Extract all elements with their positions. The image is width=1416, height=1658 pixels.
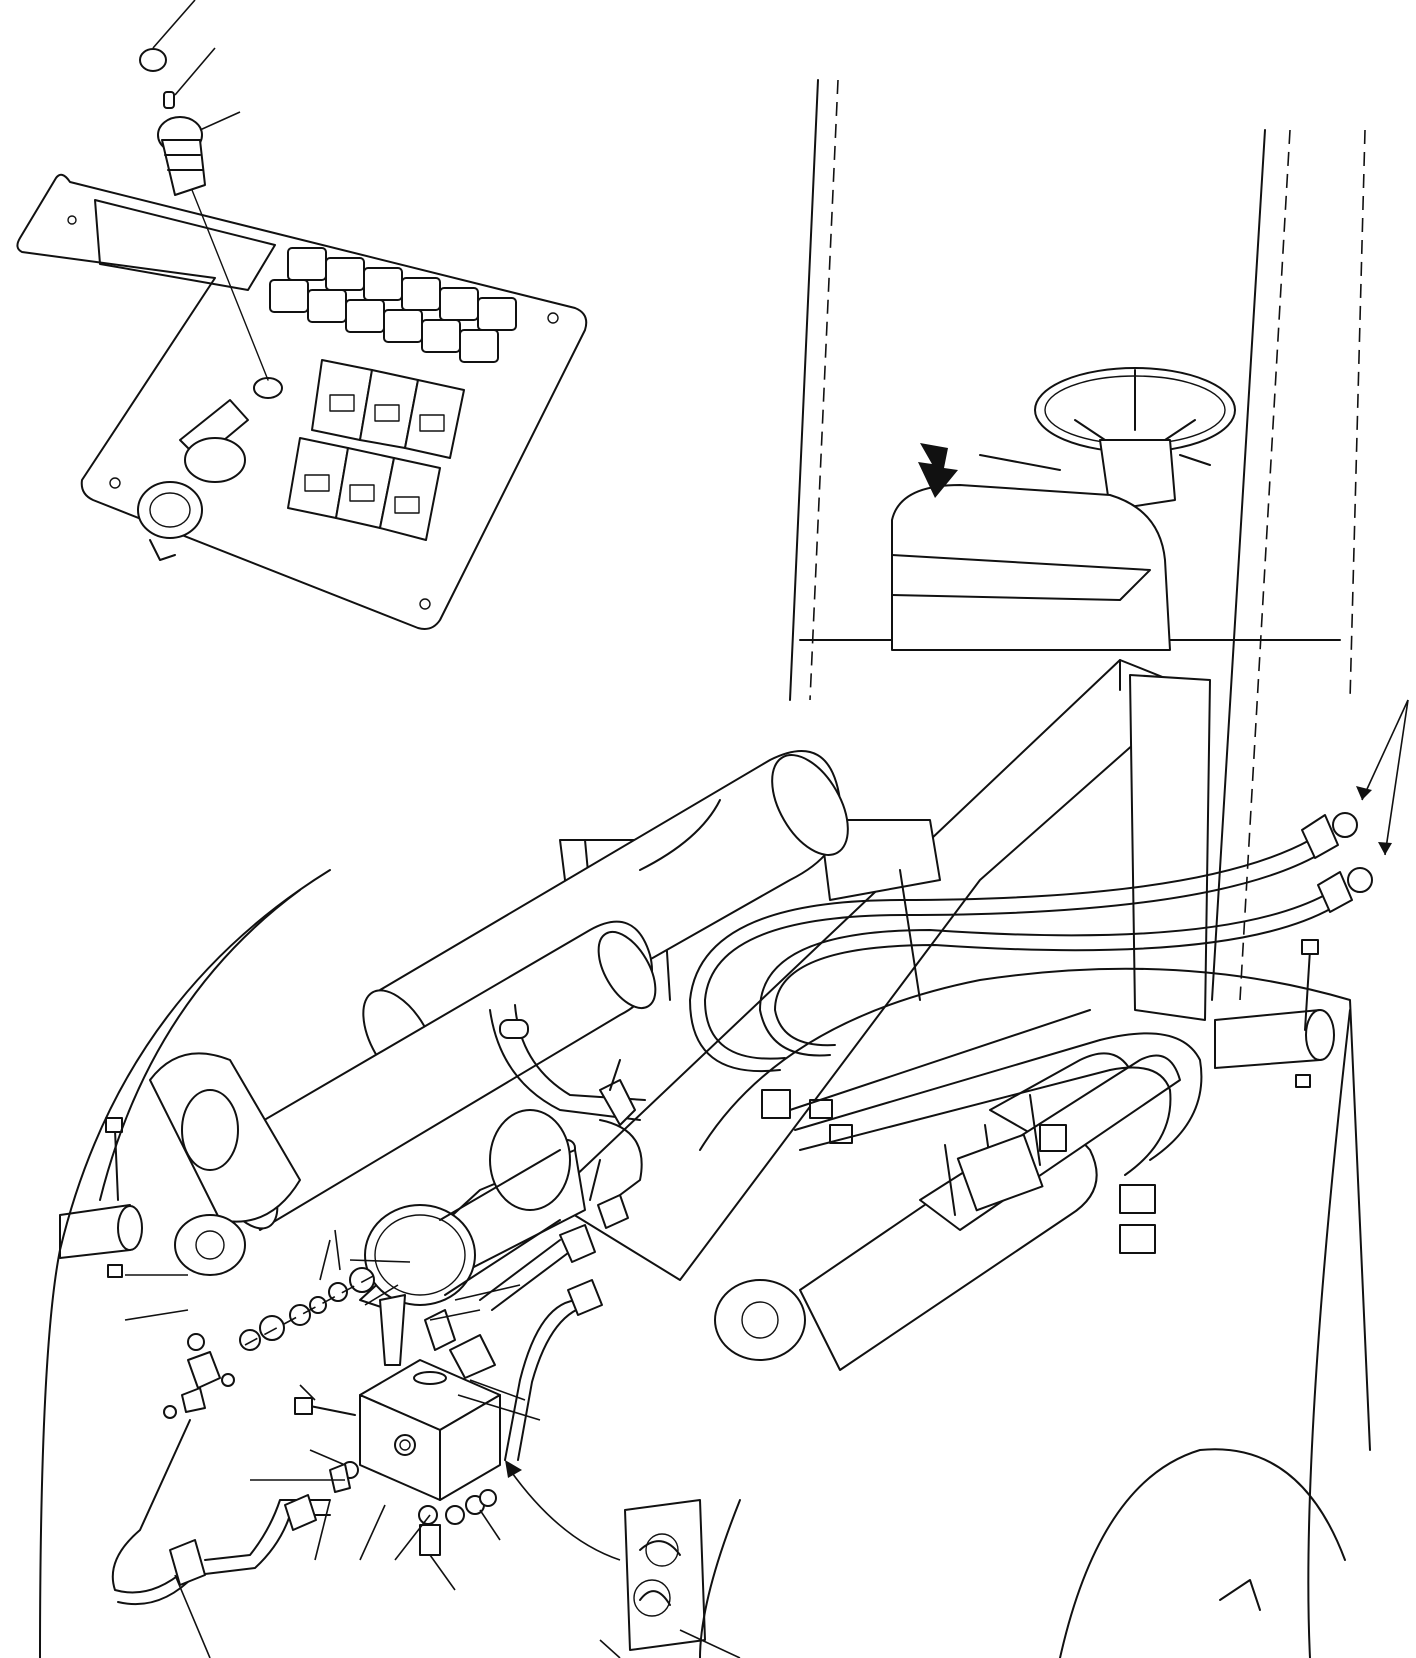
pivot-pin-right <box>1214 939 1335 1088</box>
filter-funnel <box>359 1109 586 1366</box>
hose-to-valve <box>479 1119 643 1461</box>
dashboard-panel-icon <box>16 173 588 630</box>
lift-cylinder-left <box>149 920 657 1276</box>
operator-seat <box>891 484 1171 651</box>
pointer-arrow-seat <box>918 443 958 498</box>
hose-fittings-cluster <box>761 1009 1203 1254</box>
pointer-arrows-hoses <box>1356 699 1409 856</box>
fittings-row-left <box>163 1267 376 1419</box>
rocker-switches <box>287 359 465 541</box>
callout-leaders <box>124 0 741 1658</box>
valve-block-icon <box>294 1309 501 1556</box>
tilt-cylinder-right <box>714 1052 1181 1371</box>
pivot-pin-left <box>59 1117 143 1278</box>
panel-lamp-exploded <box>139 48 269 381</box>
pipe-bottom-left <box>111 1419 331 1606</box>
pointer-arrow-valve <box>505 1460 621 1561</box>
steering-wheel-icon <box>979 367 1236 511</box>
pressure-icon <box>624 1499 706 1651</box>
fender-outlines <box>39 869 1371 1658</box>
hydraulic-hoses-long <box>689 812 1373 1073</box>
warning-lamps <box>269 247 517 363</box>
ignition-switch <box>137 399 249 561</box>
